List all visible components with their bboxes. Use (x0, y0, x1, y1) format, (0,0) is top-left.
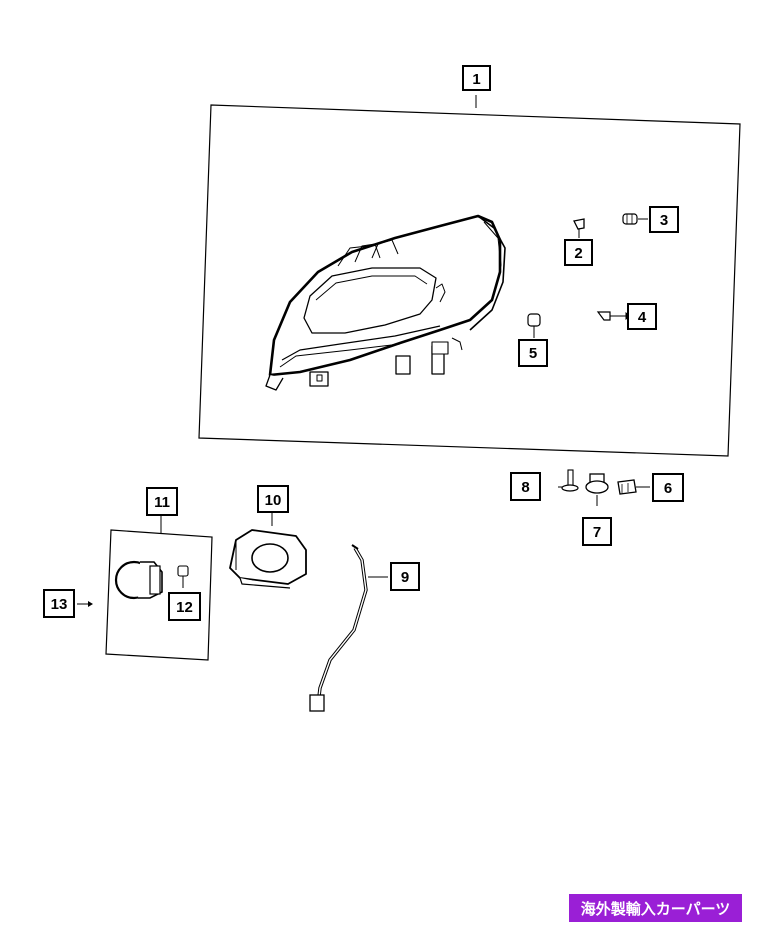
callout-6: 6 (652, 473, 684, 502)
svg-text:5: 5 (529, 345, 537, 362)
svg-text:10: 10 (265, 492, 282, 509)
item-9-wiring-harness (309, 544, 388, 712)
callout-10: 10 (257, 485, 289, 513)
item-10-bracket (229, 512, 307, 589)
headlamp-assembly-frame (198, 95, 741, 457)
item-6-clip (617, 479, 650, 495)
callout-1: 1 (462, 65, 491, 91)
item-2-screw (573, 218, 585, 238)
svg-text:2: 2 (574, 245, 582, 262)
callout-5: 5 (518, 339, 548, 367)
item-11-fog-lamp (114, 560, 163, 600)
fog-lamp-frame (105, 515, 213, 661)
callout-12: 12 (168, 592, 201, 621)
item-5-bulb (527, 313, 541, 338)
callout-8: 8 (510, 472, 541, 501)
svg-text:3: 3 (660, 212, 668, 229)
item-7-socket (585, 473, 609, 506)
svg-text:13: 13 (51, 596, 68, 613)
callout-7: 7 (582, 517, 612, 546)
item-4-screw (596, 311, 631, 321)
item-13-arrow (77, 601, 93, 607)
callout-9: 9 (390, 562, 420, 591)
callout-11: 11 (146, 487, 178, 516)
svg-text:1: 1 (472, 71, 480, 88)
svg-text:6: 6 (664, 480, 672, 497)
svg-text:12: 12 (176, 599, 193, 616)
callout-13: 13 (43, 589, 75, 618)
callout-4: 4 (627, 303, 657, 330)
headlamp-assembly (265, 214, 506, 391)
item-12-bulb (177, 565, 189, 588)
svg-text:11: 11 (154, 494, 170, 511)
svg-text:7: 7 (593, 524, 601, 541)
callout-3: 3 (649, 206, 679, 233)
svg-text:4: 4 (638, 309, 647, 326)
svg-text:8: 8 (521, 479, 529, 496)
svg-text:9: 9 (401, 569, 409, 586)
callout-2: 2 (564, 239, 593, 266)
watermark-label: 海外製輸入カーパーツ (569, 894, 742, 922)
item-3-nut (622, 213, 648, 225)
item-8-screw (558, 469, 579, 492)
